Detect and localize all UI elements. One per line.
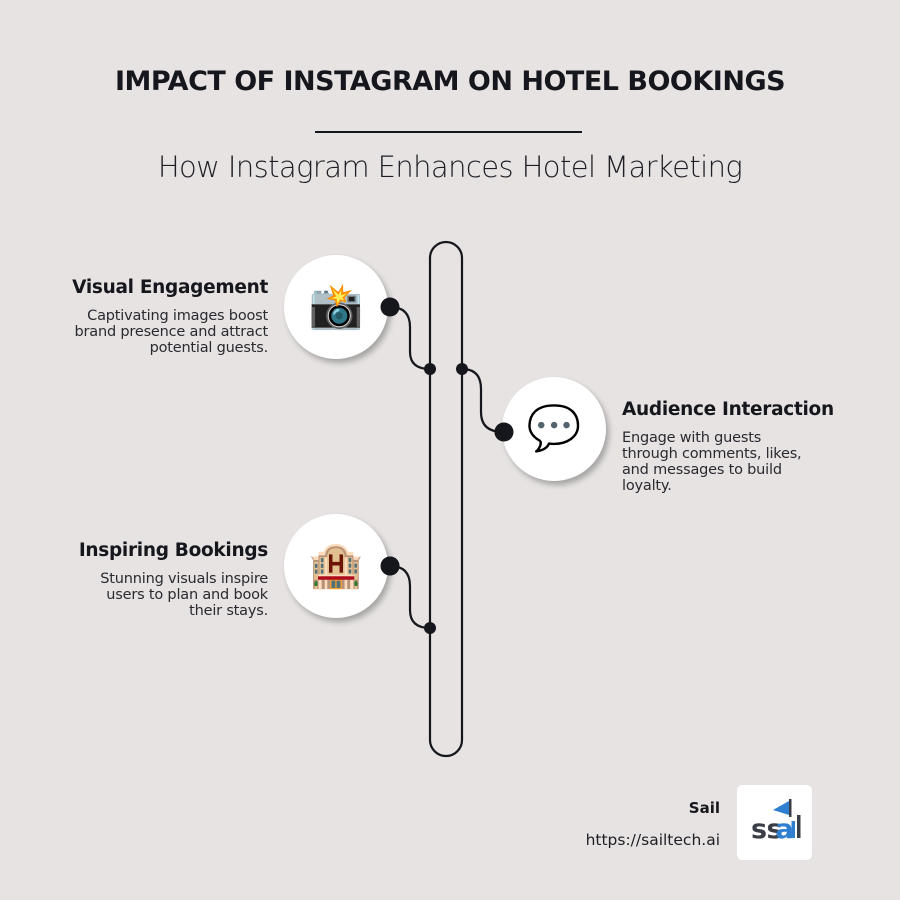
description-line: Captivating images boost: [87, 308, 268, 324]
camera-with-flash-icon: 📸: [308, 281, 364, 332]
page-title: IMPACT OF INSTAGRAM ON HOTEL BOOKINGS: [114, 66, 786, 97]
junction-dot: [424, 363, 436, 375]
description-line: and messages to build: [622, 462, 782, 478]
junction-dot: [424, 622, 436, 634]
sail-flag-icon: s a s: [751, 799, 801, 845]
description-line: their stays.: [189, 603, 268, 619]
footer-url-link[interactable]: https://sailtech.ai: [585, 831, 720, 849]
item-title-inspiring-bookings: Inspiring Bookings: [78, 540, 268, 561]
visual-engagement-icon-circle: 📸: [284, 255, 388, 359]
description-line: loyalty.: [622, 478, 672, 494]
item-title-visual-engagement: Visual Engagement: [72, 277, 268, 298]
description-line: Engage with guests: [622, 430, 762, 446]
page-subtitle: How Instagram Enhances Hotel Marketing: [157, 150, 743, 184]
title-divider: [315, 131, 582, 133]
speech-bubble-icon: 💬: [526, 403, 582, 454]
item-description-visual-engagement: Captivating images boost brand presence …: [74, 308, 269, 356]
description-line: brand presence and attract: [74, 324, 269, 340]
audience-interaction-icon-circle: 💬: [502, 377, 606, 481]
item-description-audience-interaction: Engage with guests through comments, lik…: [622, 430, 802, 494]
description-line: through comments, likes,: [622, 446, 802, 462]
svg-text:s: s: [751, 814, 767, 845]
description-line: users to plan and book: [106, 587, 268, 603]
svg-text:a: a: [775, 814, 792, 845]
item-title-audience-interaction: Audience Interaction: [622, 399, 834, 420]
description-line: Stunning visuals inspire: [100, 571, 268, 587]
item-description-inspiring-bookings: Stunning visuals inspire users to plan a…: [100, 571, 268, 619]
sail-logo: s a s: [737, 785, 812, 860]
svg-text:s: s: [766, 814, 781, 845]
description-line: potential guests.: [149, 340, 269, 356]
inspiring-bookings-icon-circle: 🏨: [284, 514, 388, 618]
hotel-icon: 🏨: [308, 540, 364, 591]
junction-dot: [456, 363, 468, 375]
footer-brand-name: Sail: [688, 799, 720, 817]
